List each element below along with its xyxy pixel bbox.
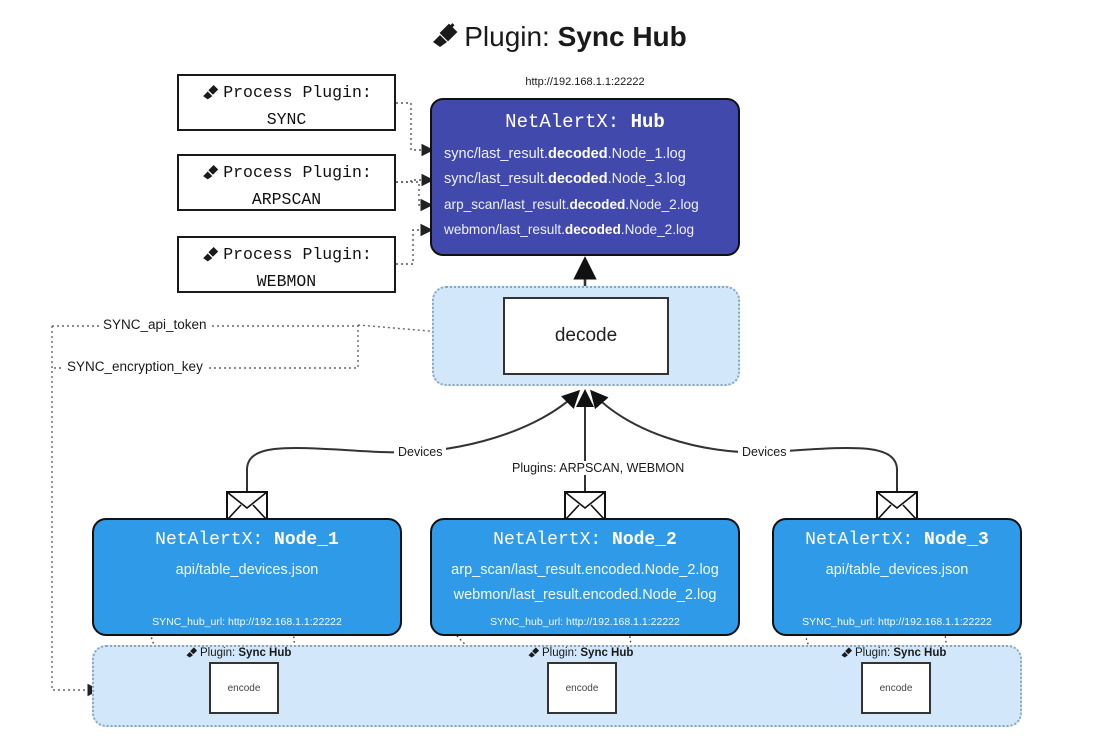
hub-url-label: http://192.168.1.1:22222 — [525, 76, 645, 88]
node-title-prefix: NetAlertX: — [493, 530, 602, 550]
hub-title-name: Hub — [630, 111, 665, 133]
node-hub-url: SYNC_hub_url: http://192.168.1.1:22222 — [802, 616, 992, 628]
hub-title: NetAlertX: Hub — [432, 111, 738, 133]
file-pre: sync/last_result. — [444, 146, 548, 162]
page-title: Plugin: Sync Hub — [0, 16, 1117, 60]
node-file-list: api/table_devices.json — [774, 558, 1020, 583]
edge-label-devices-left: Devices — [394, 445, 447, 459]
process-plugin-box-sync[interactable]: Process Plugin: SYNC — [177, 74, 396, 131]
node-file-list: api/table_devices.json — [94, 558, 400, 583]
encode-plugin-name: Sync Hub — [893, 647, 947, 659]
process-plugin-label: Process Plugin: — [223, 163, 372, 182]
node-file-item: webmon/last_result.encoded.Node_2.log — [453, 587, 717, 603]
process-plugin-label: Process Plugin: — [223, 245, 372, 264]
node-title: NetAlertX: Node_2 — [432, 530, 738, 550]
encode-box-2[interactable]: encode — [547, 662, 617, 714]
file-mid: decoded — [569, 197, 626, 212]
hub-title-prefix: NetAlertX: — [505, 111, 620, 133]
plug-icon — [430, 18, 460, 60]
encode-box-3[interactable]: encode — [861, 662, 931, 714]
file-post: .Node_1.log — [607, 146, 686, 162]
node-title-prefix: NetAlertX: — [805, 530, 914, 550]
title-prefix: Plugin: — [464, 21, 550, 52]
node-file-item: api/table_devices.json — [825, 562, 969, 578]
node-hub-url: SYNC_hub_url: http://192.168.1.1:22222 — [490, 616, 680, 628]
node-file-item: arp_scan/last_result.encoded.Node_2.log — [451, 562, 719, 578]
hub-file-item: webmon/last_result.decoded.Node_2.log — [444, 217, 732, 242]
process-plugin-name: SYNC — [266, 110, 307, 129]
process-plugin-box-webmon[interactable]: Process Plugin: WEBMON — [177, 236, 396, 293]
plug-icon — [527, 646, 541, 661]
process-plugin-box-arpscan[interactable]: Process Plugin: ARPSCAN — [177, 154, 396, 211]
node-title: NetAlertX: Node_3 — [774, 530, 1020, 550]
plug-icon — [185, 646, 199, 661]
hub-box[interactable]: NetAlertX: Hub sync/last_result.decoded.… — [430, 98, 740, 256]
token-label-encryption: SYNC_encryption_key — [64, 359, 206, 374]
encode-plugin-name: Sync Hub — [580, 647, 634, 659]
title-plugin-name: Sync Hub — [557, 21, 687, 52]
node-title-name: Node_1 — [274, 530, 339, 550]
node-file-item: api/table_devices.json — [175, 562, 319, 578]
file-mid: decoded — [547, 146, 608, 162]
encode-plugin-prefix: Plugin: — [542, 647, 578, 659]
encode-plugin-prefix: Plugin: — [855, 647, 891, 659]
envelope-icon — [876, 491, 918, 526]
plug-icon — [201, 83, 221, 108]
node-title-name: Node_3 — [924, 530, 989, 550]
file-mid: decoded — [547, 171, 608, 187]
node-box-2[interactable]: NetAlertX: Node_2 arp_scan/last_result.e… — [430, 518, 740, 636]
encode-plugin-prefix: Plugin: — [200, 647, 236, 659]
node-title-prefix: NetAlertX: — [155, 530, 264, 550]
node-title-name: Node_2 — [612, 530, 677, 550]
file-post: .Node_2.log — [620, 222, 695, 237]
plug-icon — [201, 245, 221, 270]
hub-file-item: sync/last_result.decoded.Node_3.log — [444, 167, 732, 192]
node-file-list: arp_scan/last_result.encoded.Node_2.log … — [432, 558, 738, 608]
hub-file-list: sync/last_result.decoded.Node_1.log sync… — [432, 142, 738, 242]
node-title: NetAlertX: Node_1 — [94, 530, 400, 550]
file-post: .Node_2.log — [625, 197, 699, 212]
hub-file-item: arp_scan/last_result.decoded.Node_2.log — [444, 192, 732, 217]
plug-icon — [840, 646, 854, 661]
process-plugin-label: Process Plugin: — [223, 83, 372, 102]
token-label-api: SYNC_api_token — [100, 317, 210, 332]
encode-plugin-name: Sync Hub — [238, 647, 292, 659]
encode-plugin-label-3: Plugin: Sync Hub — [840, 646, 946, 661]
decode-box[interactable]: decode — [503, 297, 669, 375]
plug-icon — [201, 163, 221, 188]
file-pre: arp_scan/last_result. — [444, 197, 570, 212]
edge-label-devices-right: Devices — [738, 445, 791, 459]
edge-label-plugins: Plugins: ARPSCAN, WEBMON — [508, 461, 689, 475]
file-pre: sync/last_result. — [444, 171, 548, 187]
node-box-3[interactable]: NetAlertX: Node_3 api/table_devices.json… — [772, 518, 1022, 636]
file-pre: webmon/last_result. — [444, 222, 565, 237]
encode-box-1[interactable]: encode — [209, 662, 279, 714]
file-post: .Node_3.log — [607, 171, 686, 187]
encode-plugin-label-2: Plugin: Sync Hub — [527, 646, 633, 661]
node-box-1[interactable]: NetAlertX: Node_1 api/table_devices.json… — [92, 518, 402, 636]
process-plugin-name: WEBMON — [256, 272, 317, 291]
file-mid: decoded — [564, 222, 621, 237]
encode-plugin-label-1: Plugin: Sync Hub — [185, 646, 291, 661]
node-hub-url: SYNC_hub_url: http://192.168.1.1:22222 — [152, 616, 342, 628]
hub-file-item: sync/last_result.decoded.Node_1.log — [444, 142, 732, 167]
process-plugin-name: ARPSCAN — [251, 190, 322, 209]
